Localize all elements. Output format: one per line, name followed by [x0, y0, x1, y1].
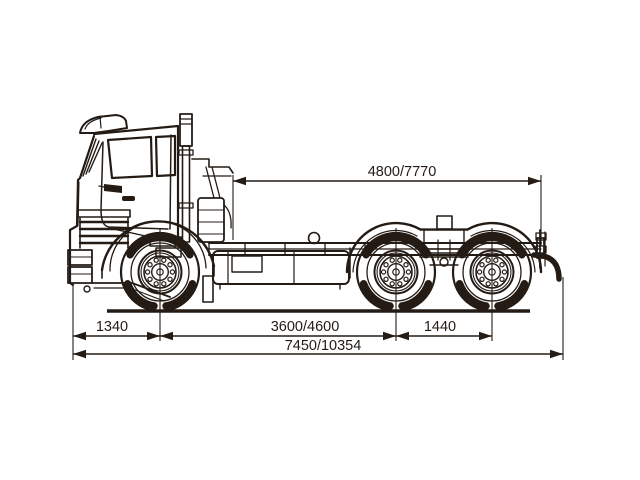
- dim-label-front-overhang: 1340: [96, 319, 128, 335]
- truck-cab: [67, 114, 183, 302]
- fuel-tank: [212, 250, 350, 290]
- rear-wheel-2: [453, 228, 531, 341]
- door-window: [106, 135, 154, 180]
- air-cleaner: [197, 197, 225, 243]
- exhaust-stack: [178, 113, 194, 243]
- behind-cab-equipment: [191, 158, 234, 243]
- dim-label-overall-length: 7450/10354: [285, 338, 362, 354]
- filler-cap: [307, 231, 321, 245]
- front-mud-flap: [202, 275, 214, 303]
- rear-quarter-window: [154, 134, 177, 178]
- bogie-bracket: [436, 215, 453, 230]
- front-wheel: [121, 228, 199, 341]
- front-grille: [78, 220, 130, 245]
- battery-box: [231, 255, 263, 273]
- side-mirror: [104, 184, 122, 193]
- dimension-lines: 4800/7770 1340 3600/4600 1440 7450/10354: [72, 164, 564, 360]
- rear-end: [531, 229, 562, 282]
- dim-label-wheelbase: 3600/4600: [271, 319, 340, 335]
- dim-label-frame-length: 4800/7770: [368, 164, 437, 180]
- rear-mud-flap: [531, 252, 562, 282]
- dim-label-rear-bogie: 1440: [424, 319, 456, 335]
- rear-fenders: [345, 215, 543, 279]
- door-handle: [122, 196, 135, 201]
- tow-hook: [83, 285, 91, 293]
